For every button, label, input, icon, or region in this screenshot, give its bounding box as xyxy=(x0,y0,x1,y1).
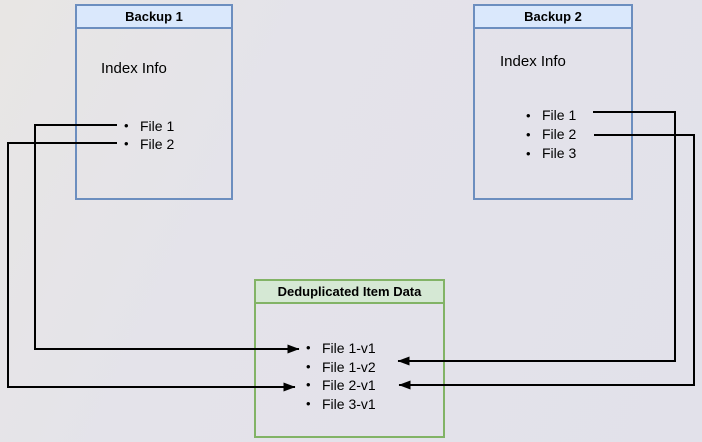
bullet-icon: • xyxy=(124,118,129,133)
backup1-box: Backup 1 xyxy=(75,4,233,200)
backup2-box: Backup 2 xyxy=(473,4,633,200)
backup1-index-info-label: Index Info xyxy=(101,60,167,77)
bullet-icon: • xyxy=(124,136,129,151)
dedup-item-4-label: File 3-v1 xyxy=(322,395,376,412)
backup2-file-item: • File 1 xyxy=(526,106,576,125)
backup2-header: Backup 2 xyxy=(475,6,631,29)
bullet-icon: • xyxy=(306,395,311,411)
backup1-title: Backup 1 xyxy=(125,9,183,24)
backup2-file-item: • File 2 xyxy=(526,125,576,144)
backup2-file-2-label: File 2 xyxy=(542,126,577,142)
dedup-item: • File 2-v1 xyxy=(306,376,376,395)
backup2-file-3-label: File 3 xyxy=(542,145,577,161)
backup2-index-info-label: Index Info xyxy=(500,53,566,70)
dedup-item-1-label: File 1-v1 xyxy=(322,340,376,356)
bullet-icon: • xyxy=(306,377,311,392)
backup2-title: Backup 2 xyxy=(524,9,582,24)
bullet-icon: • xyxy=(306,340,311,355)
bullet-icon: • xyxy=(306,358,311,374)
backup1-file-item: • File 1 xyxy=(124,117,174,135)
backup1-file-list: • File 1 • File 2 xyxy=(124,117,174,153)
dedup-item-list: • File 1-v1 • File 1-v2 • File 2-v1 • Fi… xyxy=(306,339,376,413)
bullet-icon: • xyxy=(526,127,531,142)
backup2-file-list: • File 1 • File 2 • File 3 xyxy=(526,106,576,163)
dedup-item: • File 1-v2 xyxy=(306,358,376,377)
backup2-file-1-label: File 1 xyxy=(542,107,577,123)
dedup-title: Deduplicated Item Data xyxy=(277,284,422,299)
backup1-file-item: • File 2 xyxy=(124,135,174,153)
bullet-icon: • xyxy=(526,146,531,161)
bullet-icon: • xyxy=(526,108,531,123)
dedup-item: • File 3-v1 xyxy=(306,395,376,414)
dedup-item-2-label: File 1-v2 xyxy=(322,358,376,375)
dedup-header: Deduplicated Item Data xyxy=(256,281,443,304)
backup1-file-2-label: File 2 xyxy=(140,136,175,152)
dedup-item-3-label: File 2-v1 xyxy=(322,377,376,393)
backup1-file-1-label: File 1 xyxy=(140,118,175,134)
dedup-item: • File 1-v1 xyxy=(306,339,376,358)
backup2-file-item: • File 3 xyxy=(526,144,576,163)
backup1-header: Backup 1 xyxy=(77,6,231,29)
